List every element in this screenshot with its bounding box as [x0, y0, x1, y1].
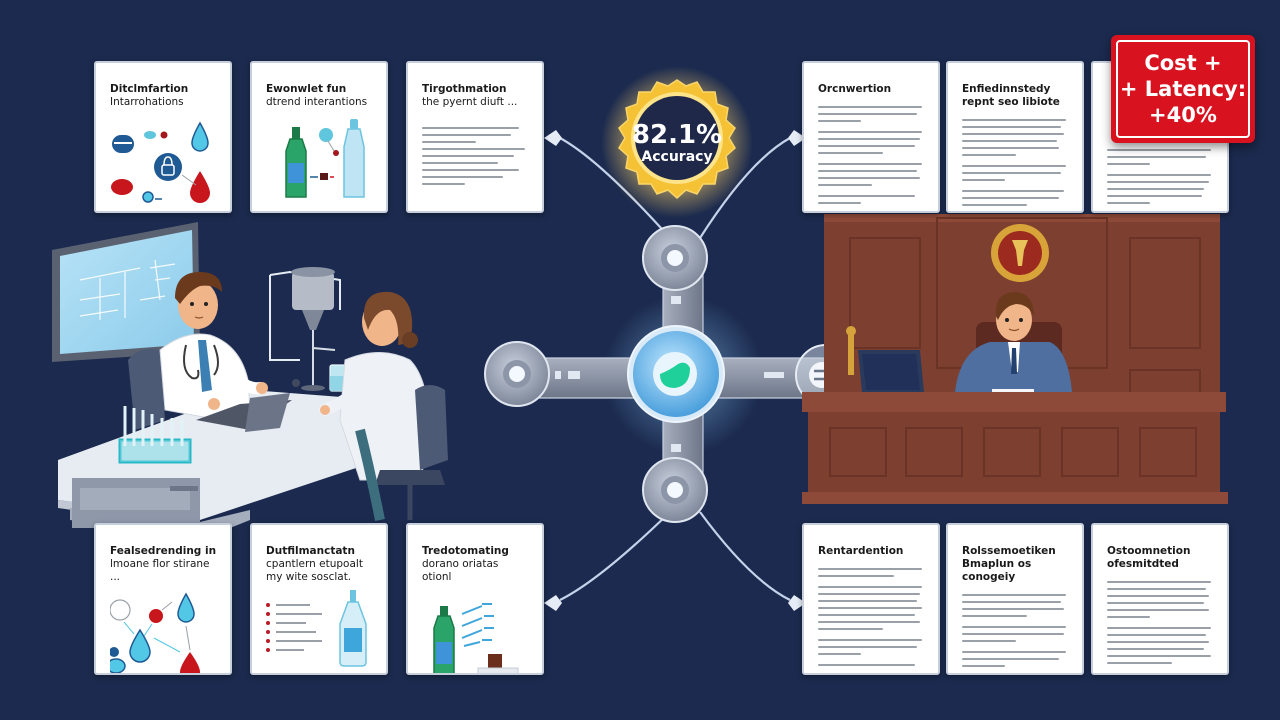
medical-lab-scene [52, 222, 448, 540]
hub-node-bottom [642, 457, 708, 523]
accuracy-seal-graphic [601, 66, 753, 218]
lab-apparatus [269, 267, 347, 392]
card-title: Orcnwertion [818, 83, 892, 95]
accuracy-badge: 82.1% Accuracy [612, 78, 742, 208]
bullet-list-bottle-icon [266, 584, 374, 668]
card-title: Ostoomnetion ofesmitdted [1107, 545, 1191, 570]
card-bottom-left-3[interactable]: Tredotomating dorano oriatas otionl [406, 523, 544, 675]
doctor-figure [159, 272, 268, 421]
card-top-left-3[interactable]: Tirgothmation the pyernt diuft ... [406, 61, 544, 213]
document-text-icon [1107, 149, 1215, 204]
lab-desk [58, 390, 380, 540]
text-document-icon [422, 127, 530, 185]
latency-line: + Latency: [1119, 77, 1247, 101]
card-bottom-left-2[interactable]: Dutfilmanctatn cpantlern etupoalt my wit… [250, 523, 388, 675]
card-title: Rentardention [818, 545, 904, 557]
document-text-icon [962, 594, 1070, 673]
ai-core-icon [660, 362, 690, 388]
card-title: Rolssemoetiken Bmaplun os conogeiy [962, 545, 1056, 583]
hub-center-node [627, 325, 725, 423]
courtroom-scene [802, 214, 1228, 504]
scientist-figure [319, 291, 448, 521]
card-top-right-2[interactable]: Enfiedinnstedy repnt seo libiote [946, 61, 1084, 213]
card-bottom-right-1[interactable]: Rentardention [802, 523, 940, 675]
hub-node-left [484, 341, 550, 407]
document-text-icon [818, 106, 926, 204]
card-top-left-2[interactable]: Ewonwlet fun dtrend interantions [250, 61, 388, 213]
badge-border [1116, 40, 1250, 138]
judge-figure [955, 292, 1072, 397]
card-bottom-right-3[interactable]: Ostoomnetion ofesmitdted [1091, 523, 1229, 675]
gavel-stand-icon [846, 326, 856, 375]
card-title: Tirgothmation the pyernt diuft ... [422, 83, 518, 108]
card-title: Ditclmfartion Intarrohations [110, 83, 189, 108]
card-title: Ewonwlet fun dtrend interantions [266, 83, 368, 108]
card-top-left-1[interactable]: Ditclmfartion Intarrohations [94, 61, 232, 213]
wall-monitor [52, 222, 200, 362]
document-text-icon [1107, 581, 1215, 664]
doctor-chair [128, 348, 165, 430]
hub-node-top [642, 225, 708, 291]
document-text-icon [962, 119, 1070, 206]
test-tube-rack [118, 406, 192, 464]
card-bottom-left-1[interactable]: Fealsedrending in lmoane flor stirane ..… [94, 523, 232, 675]
connector-arrowheads [544, 130, 806, 611]
accuracy-label: Accuracy [641, 149, 713, 165]
card-title: Fealsedrending in lmoane flor stirane ..… [110, 545, 217, 583]
cost-line: Cost + [1144, 51, 1222, 75]
connector-lines [559, 137, 791, 601]
card-bottom-right-2[interactable]: Rolssemoetiken Bmaplun os conogeiy [946, 523, 1084, 675]
card-title: Enfiedinnstedy repnt seo libiote [962, 83, 1060, 108]
document-text-icon [818, 568, 926, 666]
card-top-right-1[interactable]: Orcnwertion [802, 61, 940, 213]
accuracy-value: 82.1% [631, 120, 723, 150]
card-title: Tredotomating dorano oriatas otionl [422, 545, 509, 583]
court-emblem [991, 224, 1049, 282]
molecule-drops-icon [111, 121, 210, 203]
bench-monitor [858, 350, 924, 393]
cost-latency-alert-badge: Cost + + Latency: +40% [1111, 35, 1255, 143]
molecule-drops-icon [106, 592, 200, 673]
bottles-icon [285, 119, 365, 198]
central-hub [484, 225, 857, 523]
percent-line: +40% [1149, 103, 1217, 127]
laptop [196, 393, 292, 432]
spray-bottle-icon [433, 603, 519, 673]
card-title: Dutfilmanctatn cpantlern etupoalt my wit… [266, 545, 363, 583]
